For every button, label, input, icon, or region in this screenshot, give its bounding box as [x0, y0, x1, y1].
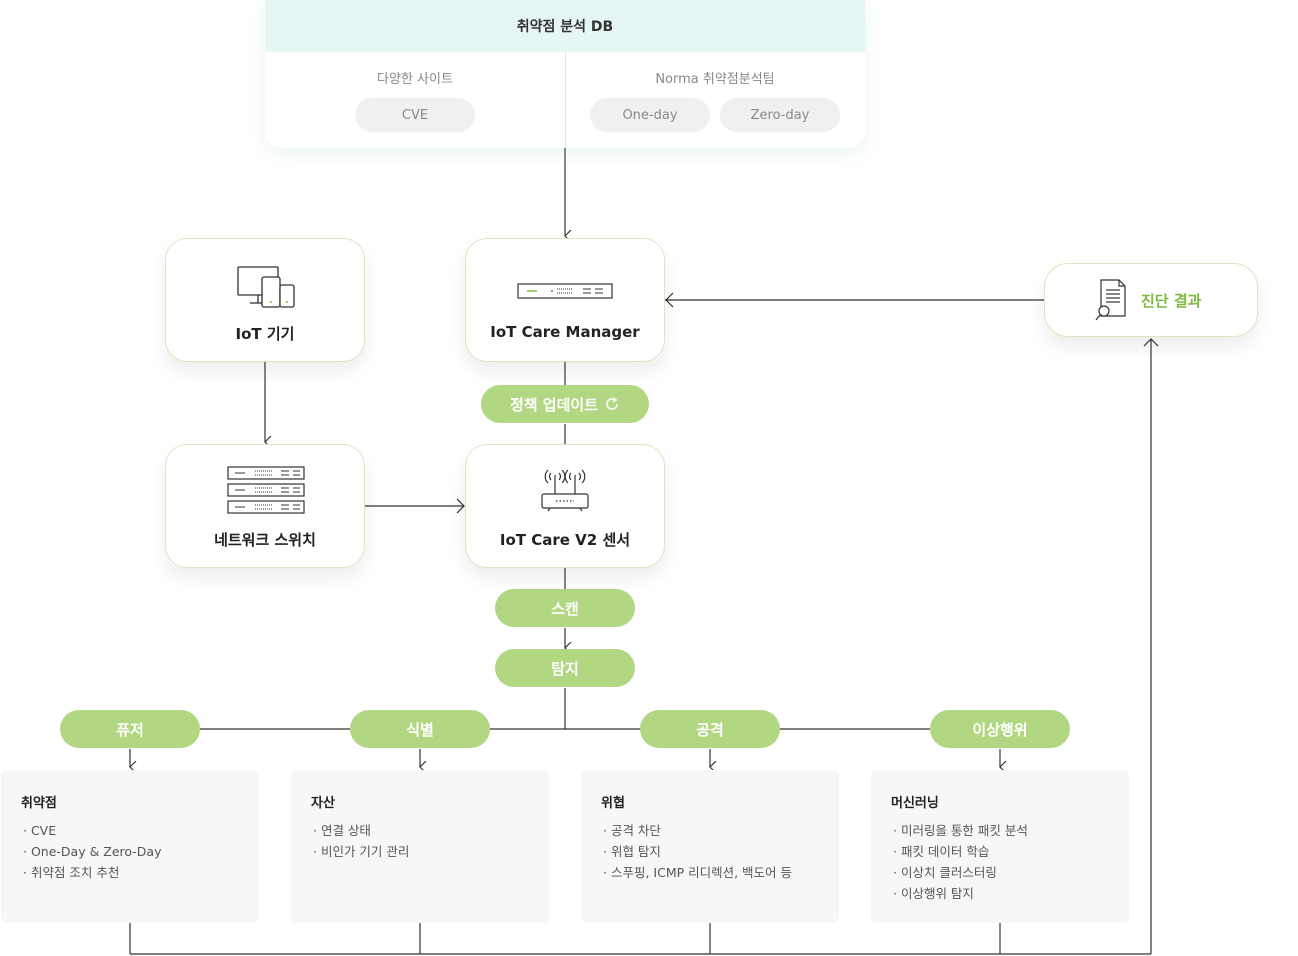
db-title: 취약점 분석 DB [265, 0, 865, 52]
category-anomaly: 이상행위 [930, 710, 1070, 748]
category-identify: 식별 [350, 710, 490, 748]
db-tag-zero-day: Zero-day [720, 98, 840, 132]
diagnosis-result-label: 진단 결과 [1141, 292, 1202, 310]
manager-node: IoT Care Manager [465, 238, 665, 362]
rack-server-icon [517, 283, 613, 299]
card-title: 자산 [311, 796, 335, 811]
scan-step: 스캔 [495, 589, 635, 627]
diagnosis-result-node: 진단 결과 [1044, 263, 1258, 337]
list-item: 연결 상태 [313, 820, 409, 841]
list-item: 이상행위 탐지 [893, 883, 1028, 904]
list-item: 위협 탐지 [603, 841, 792, 862]
iot-device-node: IoT 기기 [165, 238, 365, 362]
list-item: One-Day & Zero-Day [23, 841, 162, 862]
network-switch-icon [227, 466, 305, 514]
detect-step: 탐지 [495, 649, 635, 687]
list-item: 취약점 조치 추천 [23, 862, 161, 883]
result-arrowhead [1143, 338, 1159, 347]
vulnerability-card: 취약점 CVE One-Day & Zero-Day 취약점 조치 추천 [1, 770, 259, 923]
asset-card: 자산 연결 상태 비인가 기기 관리 [291, 770, 549, 923]
network-switch-label: 네트워크 스위치 [214, 531, 316, 549]
card-title: 취약점 [21, 796, 57, 811]
card-list: CVE One-Day & Zero-Day 취약점 조치 추천 [23, 820, 162, 883]
threat-card: 위협 공격 차단 위협 탐지 스푸핑, ICMP 리디렉션, 백도어 등 [581, 770, 839, 923]
manager-label: IoT Care Manager [490, 323, 640, 341]
document-search-icon [1095, 279, 1126, 321]
policy-update-step: 정책 업데이트 [481, 385, 649, 423]
list-item: 패킷 데이터 학습 [893, 841, 1028, 862]
db-divider [565, 52, 566, 148]
vulnerability-db-panel: 취약점 분석 DB 다양한 사이트 Norma 취약점분석팀 CVE One-d… [265, 0, 865, 148]
sensor-label: IoT Care V2 센서 [499, 531, 631, 549]
db-tag-one-day: One-day [590, 98, 710, 132]
policy-update-label: 정책 업데이트 [509, 395, 599, 414]
devices-icon [237, 266, 295, 308]
manager-arrowhead [665, 292, 674, 308]
card-list: 미러링을 통한 패킷 분석 패킷 데이터 학습 이상치 클러스터링 이상행위 탐… [893, 820, 1028, 904]
network-switch-node: 네트워크 스위치 [165, 444, 365, 568]
sensor-node: IoT Care V2 센서 [465, 444, 665, 568]
category-attack: 공격 [640, 710, 780, 748]
category-fuzzer: 퓨저 [60, 710, 200, 748]
refresh-icon [606, 397, 618, 410]
list-item: 스푸핑, ICMP 리디렉션, 백도어 등 [603, 862, 792, 883]
list-item: 이상치 클러스터링 [893, 862, 1028, 883]
card-title: 머신러닝 [891, 796, 939, 811]
card-list: 공격 차단 위협 탐지 스푸핑, ICMP 리디렉션, 백도어 등 [603, 820, 792, 883]
db-right-label: Norma 취약점분석팀 [655, 72, 775, 87]
list-item: 미러링을 통한 패킷 분석 [893, 820, 1028, 841]
db-left-label: 다양한 사이트 [377, 72, 453, 87]
card-title: 위협 [601, 796, 625, 811]
wifi-router-icon [541, 469, 589, 512]
machine-learning-card: 머신러닝 미러링을 통한 패킷 분석 패킷 데이터 학습 이상치 클러스터링 이… [871, 770, 1129, 923]
list-item: CVE [23, 820, 161, 841]
db-tag-cve: CVE [355, 98, 475, 132]
list-item: 비인가 기기 관리 [313, 841, 409, 862]
card-list: 연결 상태 비인가 기기 관리 [313, 820, 409, 862]
iot-device-label: IoT 기기 [235, 325, 295, 343]
list-item: 공격 차단 [603, 820, 792, 841]
